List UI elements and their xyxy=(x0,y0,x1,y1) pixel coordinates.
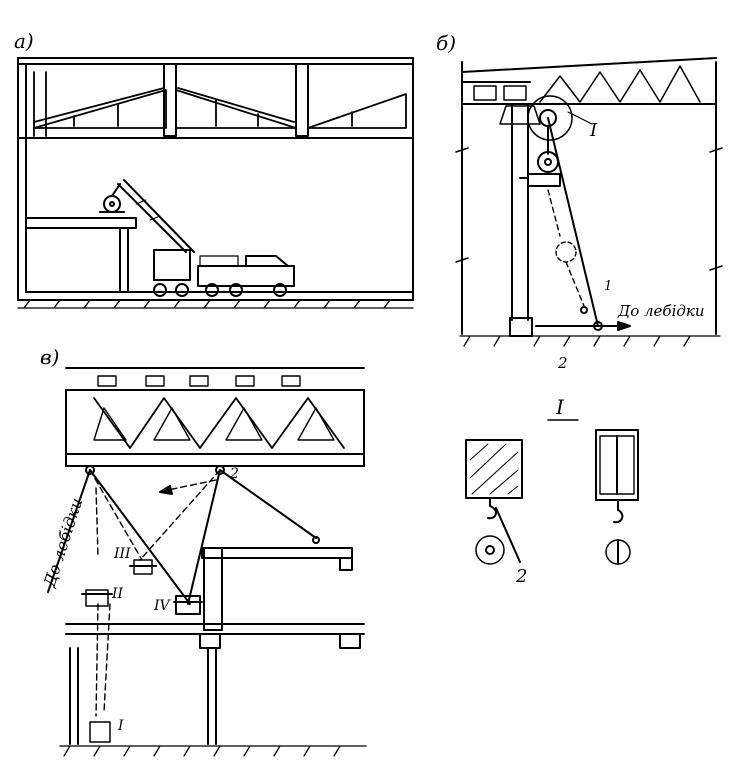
position-IV-label: IV xyxy=(153,598,172,614)
winch-label-b: До лебідки xyxy=(617,302,705,320)
crane-girder-v xyxy=(65,547,365,745)
roof-truss-v xyxy=(65,367,365,467)
callout-I-label: I xyxy=(589,120,598,141)
ground-hatch-a xyxy=(17,299,414,309)
panel-a: а) xyxy=(14,29,414,309)
ground-hatch-v xyxy=(59,745,367,757)
position-III-label: III xyxy=(113,546,131,562)
item-1-label: 1 xyxy=(604,279,612,294)
load-positions-v xyxy=(81,559,203,743)
panel-b: б) xyxy=(436,31,723,372)
detail-block-right xyxy=(595,429,639,565)
truck-crane xyxy=(99,179,295,297)
detail-title: I xyxy=(555,395,565,419)
detail-item-2-label: 2 xyxy=(515,566,527,587)
rigging-lines-v xyxy=(47,465,320,717)
installed-beam-a xyxy=(25,217,137,293)
position-I-label: I xyxy=(117,718,124,734)
detail-I: I 2 xyxy=(465,395,639,587)
panel-v-label: в) xyxy=(40,345,59,369)
panel-b-label: б) xyxy=(436,31,456,55)
panel-v: в) xyxy=(39,345,367,757)
building-frame-a xyxy=(17,57,414,301)
roof-trusses-a xyxy=(33,71,407,137)
ground-hatch-b xyxy=(459,335,721,347)
item-2-label-v: 2 xyxy=(229,466,239,482)
position-II-label: II xyxy=(111,586,124,602)
item-2-label-b: 2 xyxy=(557,354,568,372)
detail-block-left xyxy=(465,439,523,565)
pulley-rig-b xyxy=(519,95,631,331)
winch-label-v: До лебідки xyxy=(39,496,86,591)
callout-circle xyxy=(527,95,573,141)
building-frame-b xyxy=(455,57,723,337)
panel-a-label: а) xyxy=(14,29,34,53)
